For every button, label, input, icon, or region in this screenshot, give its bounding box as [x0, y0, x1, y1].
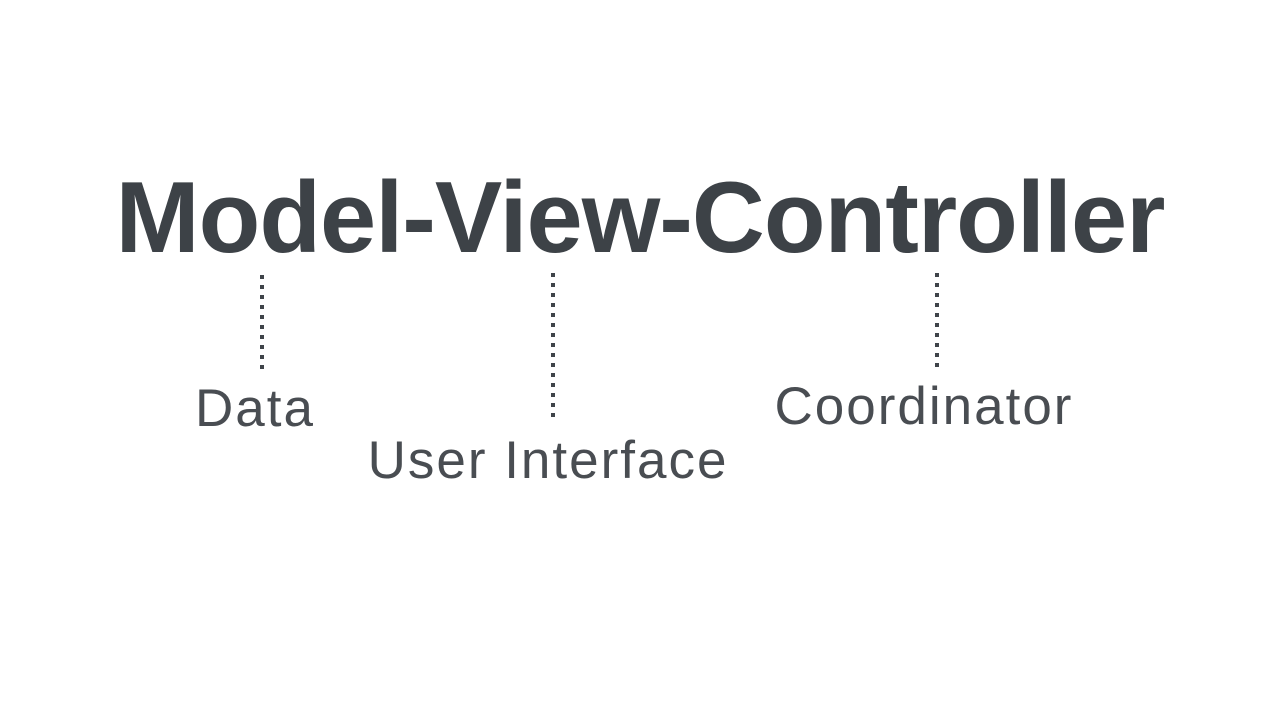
- annotation-label-view-user-interface: User Interface: [367, 431, 729, 490]
- annotation-label-model-data: Data: [195, 379, 315, 438]
- dotted-connector-controller: [935, 273, 939, 369]
- dotted-connector-model: [260, 275, 264, 371]
- diagram-title: Model-View-Controller: [115, 162, 1166, 274]
- annotation-label-controller-coordinator: Coordinator: [774, 377, 1074, 436]
- dotted-connector-view: [551, 273, 555, 418]
